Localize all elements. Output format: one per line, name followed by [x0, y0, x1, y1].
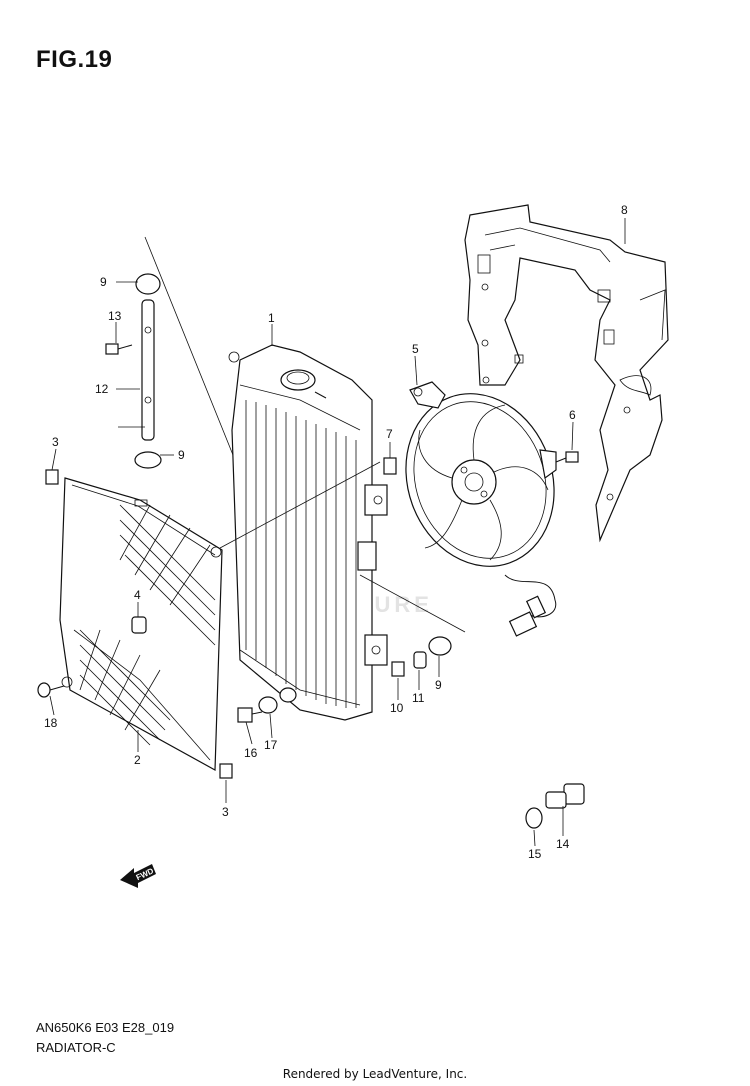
callout-2: 2 [134, 753, 141, 767]
thermo-switch-14-part[interactable] [545, 783, 585, 809]
callout-6: 6 [569, 408, 576, 422]
callout-3-top: 3 [52, 435, 59, 449]
cooling-fan-part[interactable] [382, 373, 578, 637]
fwd-label: FWD [135, 866, 156, 882]
callout-12: 12 [95, 382, 109, 396]
callout-13: 13 [108, 309, 122, 323]
rendered-by-footer: Rendered by LeadVenture, Inc. [282, 1067, 468, 1081]
callout-3-bottom: 3 [222, 805, 229, 819]
callout-14: 14 [556, 837, 570, 851]
callout-18: 18 [44, 716, 58, 730]
clip-3-top-part[interactable] [45, 469, 59, 485]
figure-title: FIG.19 [36, 46, 113, 73]
clip-3-bottom-part[interactable] [219, 763, 233, 779]
fwd-arrow-icon: FWD [120, 864, 156, 888]
clip-7-part[interactable] [383, 457, 397, 475]
grommet-4-part[interactable] [131, 616, 147, 634]
callout-8: 8 [621, 203, 628, 217]
callout-9-right: 9 [435, 678, 442, 692]
drain-bolt-16-part[interactable] [237, 707, 263, 723]
callout-10: 10 [390, 701, 404, 715]
o-ring-15-part[interactable] [525, 807, 543, 829]
model-code: AN650K6 E03 E28_019 [36, 1020, 175, 1035]
grommet-9-part[interactable] [428, 636, 452, 656]
callout-9-top: 9 [100, 275, 107, 289]
bolt-13-part[interactable] [105, 343, 133, 355]
callout-11: 11 [412, 691, 425, 705]
callout-17: 17 [264, 738, 278, 752]
shroud-part[interactable] [464, 204, 669, 543]
callout-5: 5 [412, 342, 419, 356]
callout-15: 15 [528, 847, 542, 861]
callout-1: 1 [268, 311, 275, 325]
callout-4: 4 [134, 588, 141, 602]
callout-7: 7 [386, 427, 393, 441]
collar-11-part[interactable] [413, 651, 427, 669]
radiator-part[interactable] [228, 344, 388, 721]
bolt-10-part[interactable] [391, 661, 405, 677]
callout-16: 16 [244, 746, 258, 760]
figure-name: RADIATOR-C [36, 1040, 116, 1055]
callout-9-middle: 9 [178, 448, 185, 462]
screw-18-part[interactable] [37, 682, 65, 698]
hose-pipe-part[interactable] [134, 273, 162, 469]
bolt-6-part[interactable] [555, 451, 579, 463]
washer-17-part[interactable] [258, 687, 297, 714]
